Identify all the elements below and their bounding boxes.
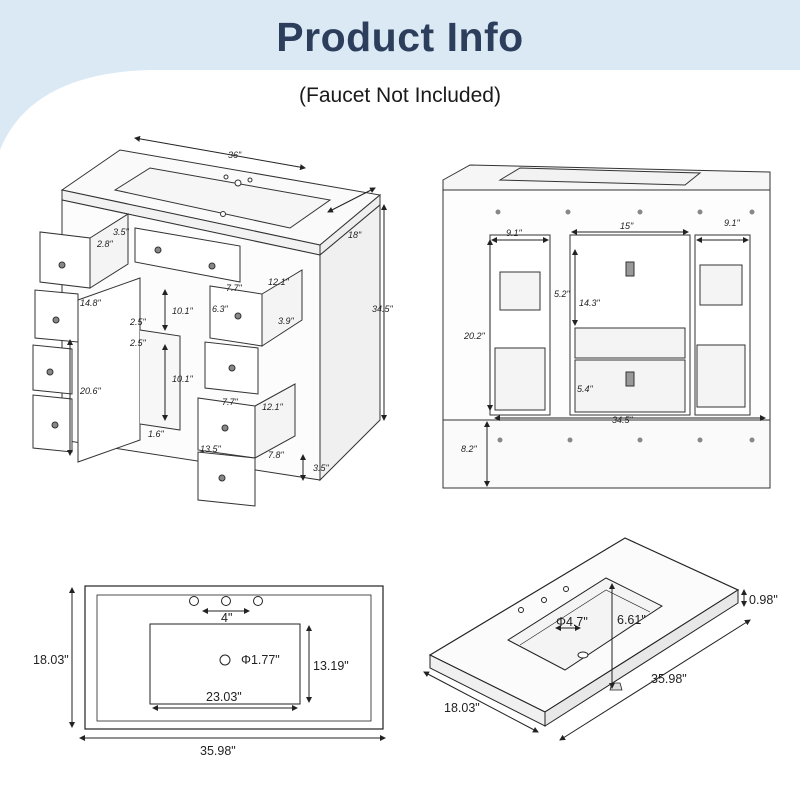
dim-height: 34.5" <box>372 304 394 314</box>
dim-rd-height-upper: 6.3" <box>212 304 229 314</box>
dim-center-bay: 15" <box>620 221 634 231</box>
back-screws <box>495 209 755 443</box>
dim-iso-basin-depth: 6.61" <box>617 613 646 627</box>
sink-iso-view <box>428 537 740 727</box>
dim-left-bay: 9.1" <box>506 228 523 238</box>
back-dimension-labels: 9.1" 15" 9.1" 5.2" 14.3" 20.2" 5.4" 34.5… <box>461 218 741 454</box>
dim-overall-depth: 18.03" <box>33 653 69 667</box>
front-cabinet-view <box>32 149 382 507</box>
header-banner: Product Info (Faucet Not Included) <box>0 0 800 150</box>
dim-rd-inner-upper: 3.9" <box>278 316 295 326</box>
dim-rd-inner-lower: 7.8" <box>268 450 285 460</box>
dim-toe-kick: 3.5" <box>313 463 330 473</box>
dim-lower-opening: 5.4" <box>577 384 594 394</box>
front-dimension-labels: 36" 18" 34.5" 3.5" 2.8" 14.8" 20.6" 2.5"… <box>79 150 394 473</box>
dim-shelf-upper: 10.1" <box>172 306 194 316</box>
dim-rd-depth-lower: 12.1" <box>262 402 284 412</box>
dim-gap-top: 2.5" <box>129 317 147 327</box>
dim-rd-width-lower: 7.7" <box>222 397 239 407</box>
dim-width: 36" <box>228 150 242 160</box>
dim-faucet-spacing: 4" <box>221 611 232 625</box>
dim-depth: 18" <box>348 230 362 240</box>
dim-rd-width-upper: 7.7" <box>226 283 243 293</box>
dim-gap-mid: 2.5" <box>129 338 147 348</box>
dim-overall-width: 35.98" <box>200 744 236 758</box>
dim-side-height: 20.2" <box>463 331 486 341</box>
dim-thickness: 0.98" <box>749 593 778 607</box>
page-subtitle: (Faucet Not Included) <box>299 84 501 107</box>
front-dimension-lines <box>67 135 387 481</box>
dim-iso-depth: 18.03" <box>444 701 480 715</box>
dim-rd-depth-upper: 12.1" <box>268 277 290 287</box>
dim-bowl-diameter: Φ4.7" <box>556 615 588 629</box>
dim-notch: 5.2" <box>554 289 571 299</box>
dim-drawer-top: 3.5" <box>113 227 130 237</box>
dim-left-drawer-depth: 14.8" <box>80 298 102 308</box>
dim-drawer-inner: 2.8" <box>96 239 114 249</box>
dim-drain: Φ1.77" <box>241 653 280 667</box>
top-dimension-lines <box>69 587 386 741</box>
dim-base-height: 8.2" <box>461 444 478 454</box>
banner-wave <box>0 0 800 150</box>
dim-right-bay: 9.1" <box>724 218 741 228</box>
dim-shelf-lower: 10.1" <box>172 374 194 384</box>
dim-upper-opening: 14.3" <box>579 298 601 308</box>
back-cabinet-view <box>442 164 771 489</box>
page-title: Product Info <box>276 14 524 60</box>
dim-basin-depth: 13.19" <box>313 659 349 673</box>
top-dimension-labels: 4" Φ1.77" 13.19" 23.03" 18.03" 35.98" <box>33 611 349 758</box>
dim-basin-width: 23.03" <box>206 690 242 704</box>
dim-bottom-gap: 1.6" <box>148 429 165 439</box>
dim-door-height: 20.6" <box>79 386 102 396</box>
iso-dimension-lines <box>423 583 751 741</box>
dim-rd-height-lower: 13.5" <box>200 444 222 454</box>
dim-iso-width: 35.98" <box>651 672 687 686</box>
iso-dimension-labels: 0.98" 6.61" Φ4.7" 35.98" 18.03" <box>444 593 778 715</box>
back-dimension-lines <box>484 229 766 487</box>
dim-inner-width: 34.5" <box>612 415 634 425</box>
